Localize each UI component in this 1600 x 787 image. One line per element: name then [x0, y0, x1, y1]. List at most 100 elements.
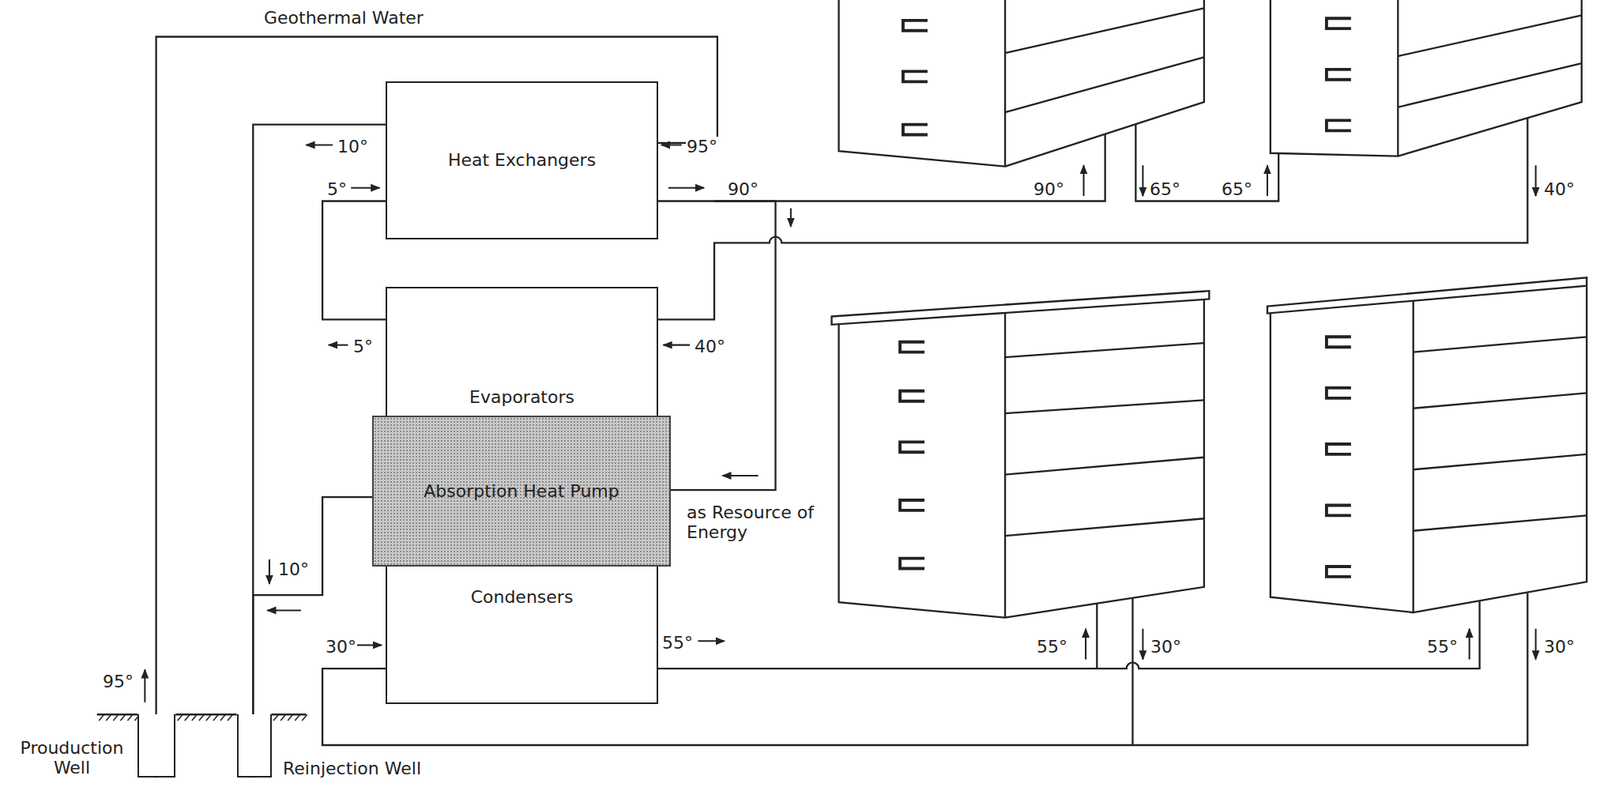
window — [899, 500, 925, 511]
ground-line — [97, 713, 307, 716]
temperature-label: 55° — [1035, 636, 1069, 657]
flow-arrow — [267, 609, 302, 611]
flow-arrow — [1084, 628, 1087, 660]
temperature-label: 55° — [1426, 636, 1459, 657]
condenser-box: Condensers — [385, 563, 659, 704]
ground-hatch — [213, 714, 219, 721]
pipe-connector — [252, 496, 373, 715]
temperature-label: 10° — [277, 559, 310, 580]
temperature-label: 30° — [324, 636, 358, 657]
window — [1326, 566, 1352, 577]
temperature-label: 65° — [1220, 179, 1254, 200]
pipe-connector — [252, 124, 386, 715]
pipe-connector — [322, 201, 386, 320]
temperature-label: 40° — [1543, 179, 1576, 200]
flow-arrow — [328, 344, 349, 347]
node-text: Heat Exchangers — [448, 150, 596, 170]
ground-hatch — [184, 714, 190, 721]
ground-hatch — [220, 714, 226, 721]
ground-hatch — [227, 714, 233, 721]
evaporator-box: Evaporators — [385, 286, 659, 420]
pipe-connector — [658, 201, 776, 491]
production-well: Prouduction Well — [137, 714, 176, 778]
flow-arrow — [350, 187, 380, 189]
flow-arrow — [1141, 628, 1144, 660]
flow-arrow — [305, 143, 333, 146]
building — [1270, 0, 1582, 157]
node-text: Absorption Heat Pump — [423, 481, 619, 501]
reinjection-well: Reinjection Well — [237, 714, 272, 778]
flow-arrow — [1535, 628, 1537, 660]
pipe-connector — [156, 37, 718, 716]
temperature-label: 55° — [661, 632, 694, 653]
window — [1326, 120, 1352, 131]
temperature-label: 30° — [1543, 636, 1576, 657]
node-text: Reinjection Well — [282, 758, 422, 779]
flow-arrow — [143, 669, 146, 702]
flow-arrow — [1141, 165, 1144, 196]
supply-pipe — [1135, 124, 1279, 202]
heating-pipe — [658, 601, 1480, 669]
window — [1326, 504, 1352, 516]
window — [903, 124, 928, 136]
temperature-label: 5° — [326, 179, 348, 200]
window — [899, 558, 925, 569]
ground-hatch — [287, 714, 293, 721]
temperature-label: 40° — [693, 336, 727, 357]
node-text: Condensers — [470, 587, 574, 607]
ground-hatch — [105, 714, 111, 721]
ground-hatch — [199, 714, 204, 721]
flow-arrow — [697, 640, 725, 642]
ground-hatch — [294, 714, 300, 721]
window — [903, 20, 928, 31]
window — [1326, 387, 1352, 399]
flow-arrow — [668, 187, 704, 189]
ground-hatch — [192, 714, 197, 721]
flow-arrow — [1266, 165, 1269, 196]
window — [903, 71, 928, 82]
ground-hatch — [273, 714, 279, 721]
building — [839, 0, 1205, 167]
window — [899, 441, 925, 452]
pipe-label: as Resource of Energy — [685, 502, 818, 543]
window — [1326, 18, 1352, 29]
flow-arrow — [268, 559, 271, 584]
ground-hatch — [301, 714, 307, 721]
temperature-label: 90° — [1032, 179, 1066, 200]
flow-arrow — [790, 208, 792, 227]
temperature-label: 65° — [1148, 179, 1182, 200]
flow-arrow — [1468, 628, 1471, 660]
ground-hatch — [98, 714, 104, 721]
flow-arrow — [1535, 165, 1537, 196]
flow-arrow — [722, 474, 758, 477]
ground-hatch — [280, 714, 286, 721]
supply-pipe — [714, 133, 1106, 201]
heat-pump-band: Absorption Heat Pump — [372, 415, 671, 567]
flow-arrow — [662, 344, 690, 347]
ground-hatch — [112, 714, 118, 721]
ground-hatch — [127, 714, 132, 721]
temperature-label: 95° — [101, 671, 135, 692]
flow-arrow — [357, 643, 382, 646]
window — [899, 391, 925, 402]
ground-hatch — [206, 714, 211, 721]
pipe-label: Geothermal Water — [263, 7, 425, 28]
building — [832, 290, 1210, 618]
building — [1267, 277, 1587, 613]
ground-hatch — [177, 714, 183, 721]
heating-return-pipe — [322, 593, 1528, 746]
temperature-label: 95° — [685, 136, 719, 157]
temperature-label: 10° — [336, 136, 369, 157]
window — [1326, 444, 1352, 455]
flow-arrow — [661, 143, 682, 146]
temperature-label: 90° — [726, 179, 760, 200]
temperature-label: 5° — [352, 336, 374, 357]
window — [899, 342, 925, 353]
node-text: Prouduction Well — [12, 737, 132, 779]
ground-hatch — [120, 714, 125, 721]
temperature-label: 30° — [1149, 636, 1183, 657]
flow-arrow — [1082, 165, 1085, 196]
window — [1326, 336, 1352, 347]
